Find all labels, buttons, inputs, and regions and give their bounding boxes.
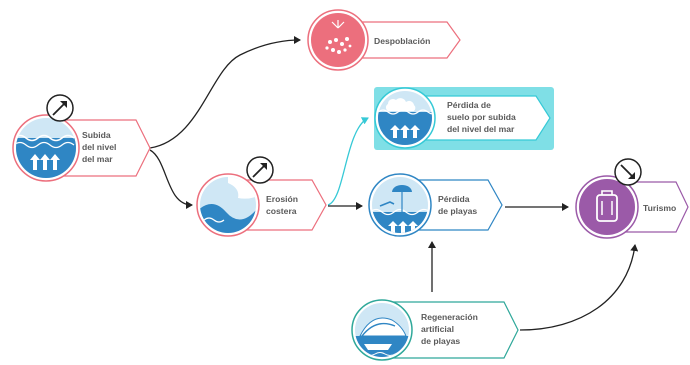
node-label-line: de playas xyxy=(438,206,477,216)
arrows xyxy=(149,36,639,331)
trend-up-icon xyxy=(46,94,74,122)
arrow-subida-to-erosion xyxy=(149,149,193,209)
node-perdida-playas: Pérdida de playas xyxy=(368,173,503,237)
suitcase-icon xyxy=(596,190,618,222)
svg-text:Pérdida de playas: Pérdida de playas xyxy=(438,194,477,216)
node-label-line: Erosión xyxy=(266,194,298,204)
node-label-line: suelo por subida xyxy=(447,112,516,122)
svg-text:Pérdida de suelo por sub: Pérdida de suelo por subida del nivel de… xyxy=(447,100,518,134)
node-despoblacion: Despoblación xyxy=(307,9,461,71)
sea-level-rise-icon xyxy=(16,134,76,178)
node-subida-nivel-mar: Subida del nivel del mar xyxy=(12,94,151,182)
node-label-line: Regeneración xyxy=(421,312,478,322)
node-label-line: del nivel del mar xyxy=(447,124,515,134)
node-label-line: Pérdida xyxy=(438,194,470,204)
depopulation-icon xyxy=(325,20,352,54)
node-label-line: Pérdida de xyxy=(447,100,491,110)
svg-text:Subida del nivel d: Subida del nivel del mar xyxy=(82,130,119,164)
beach-loss-icon xyxy=(372,185,428,233)
node-label-line: costera xyxy=(266,206,297,216)
node-label-line: del nivel xyxy=(82,142,116,152)
arrow-subida-to-despoblacion xyxy=(149,36,301,149)
svg-text:Regeneración artificial: Regeneración artificial de playas xyxy=(421,312,480,346)
node-regeneracion-playas: Regeneración artificial de playas xyxy=(351,299,519,361)
node-label-line: de playas xyxy=(421,336,460,346)
node-label-line: Turismo xyxy=(643,203,676,213)
arrow-erosion-to-suelo xyxy=(327,117,369,206)
node-label-line: del mar xyxy=(82,154,113,164)
node-turismo: Turismo xyxy=(575,158,689,239)
node-label-line: Despoblación xyxy=(374,36,430,46)
node-label-line: Subida xyxy=(82,130,111,140)
beach-regeneration-icon xyxy=(355,317,409,357)
node-label-line: artificial xyxy=(421,324,454,334)
node-perdida-suelo: Pérdida de suelo por subida del nivel de… xyxy=(374,87,554,150)
trend-down-icon xyxy=(614,158,642,186)
arrow-regeneracion-to-turismo xyxy=(519,244,639,331)
node-erosion-costera: Erosión costera xyxy=(196,156,327,237)
svg-text:Erosión costera: Erosión costera xyxy=(266,194,300,216)
trend-up-icon xyxy=(246,156,274,184)
